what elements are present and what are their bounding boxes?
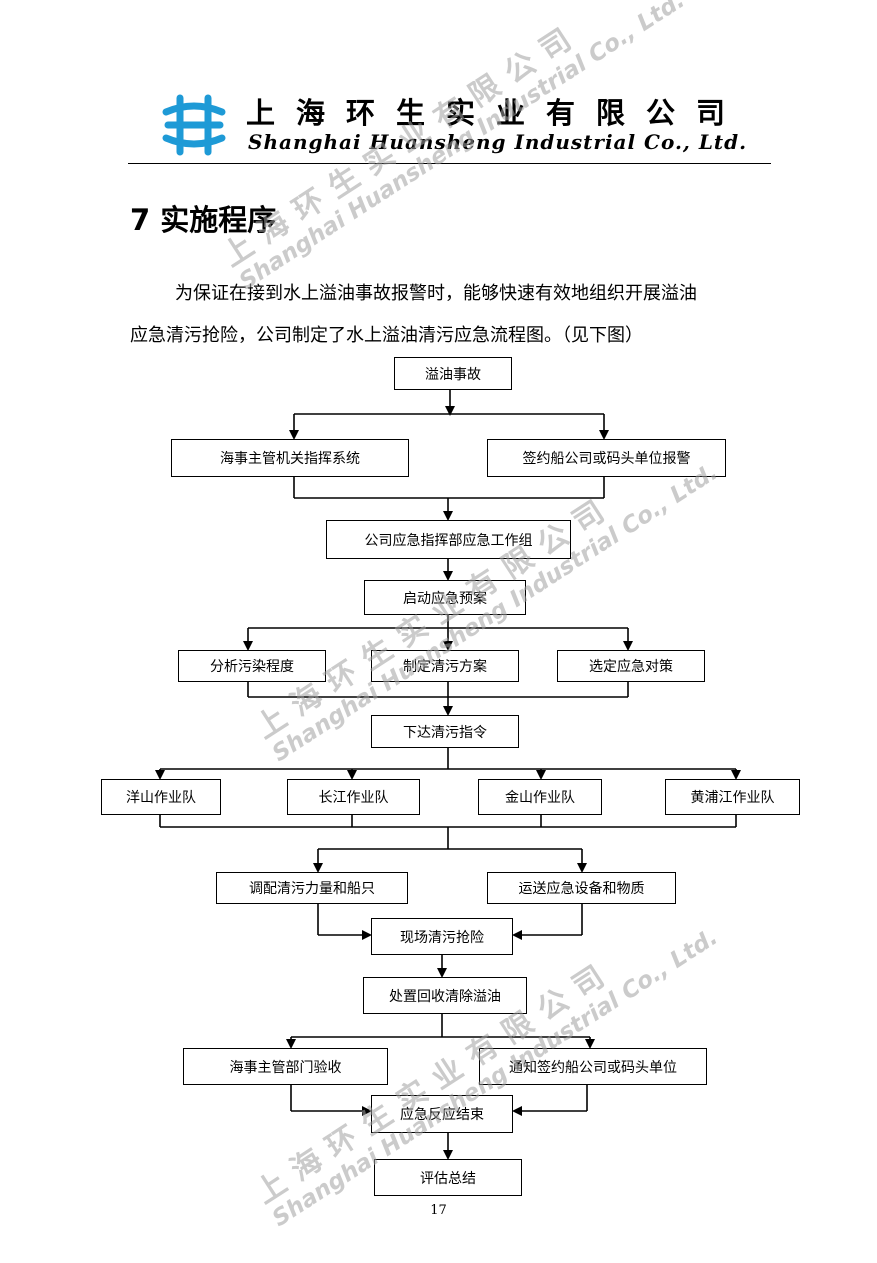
flow-node-recover: 处置回收清除溢油: [363, 977, 527, 1014]
intro-paragraph-line2: 应急清污抢险，公司制定了水上溢油清污应急流程图。（见下图）: [130, 325, 643, 346]
flow-node-transport: 运送应急设备和物质: [487, 872, 676, 904]
flow-node-report: 签约船公司或码头单位报警: [487, 439, 726, 477]
flow-node-dispatch: 调配清污力量和船只: [216, 872, 408, 904]
flow-node-team-huangpu: 黄浦江作业队: [665, 779, 800, 815]
flow-node-evaluate: 评估总结: [374, 1159, 522, 1196]
company-name-en: Shanghai Huansheng Industrial Co., Ltd.: [248, 130, 748, 154]
flow-node-acceptance: 海事主管部门验收: [183, 1048, 388, 1085]
section-title: 7 实施程序: [130, 203, 277, 237]
flow-node-end: 应急反应结束: [371, 1095, 513, 1133]
flow-node-make-plan: 制定清污方案: [371, 650, 519, 682]
flow-node-team-jinshan: 金山作业队: [478, 779, 602, 815]
flow-node-select: 选定应急对策: [557, 650, 705, 682]
flow-node-maritime-command: 海事主管机关指挥系统: [171, 439, 409, 477]
flow-node-start-plan: 启动应急预案: [364, 580, 526, 615]
flow-node-company-team: 公司应急指挥部应急工作组: [326, 520, 571, 559]
flow-node-notify: 通知签约船公司或码头单位: [479, 1048, 707, 1085]
page-number: 17: [430, 1203, 447, 1218]
flow-node-team-changjiang: 长江作业队: [287, 779, 420, 815]
header-divider: [128, 163, 771, 164]
flow-node-onsite: 现场清污抢险: [371, 918, 513, 955]
flow-node-issue-order: 下达清污指令: [371, 715, 519, 748]
intro-paragraph-line1: 为保证在接到水上溢油事故报警时，能够快速有效地组织开展溢油: [175, 283, 697, 304]
company-logo-icon: [162, 94, 226, 156]
flow-node-incident: 溢油事故: [394, 357, 512, 390]
company-name-cn: 上海环生实业有限公司: [246, 96, 747, 130]
flow-node-team-yangshan: 洋山作业队: [101, 779, 221, 815]
flow-node-analyze: 分析污染程度: [178, 650, 326, 682]
